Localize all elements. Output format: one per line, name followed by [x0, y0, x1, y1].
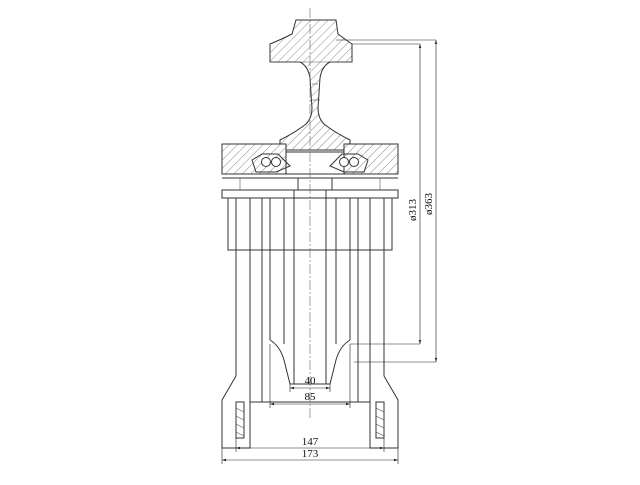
dim-d313-label: ø313: [407, 199, 419, 222]
bearing-housing: [221, 143, 399, 191]
dim-d363-label: ø363: [423, 193, 435, 216]
dimension-horizontal: 40 85 147 173: [221, 344, 399, 464]
rail-section: [269, 19, 353, 151]
seal-left: [251, 153, 291, 173]
dim-147-label: 147: [302, 436, 319, 448]
wheel-body: [221, 189, 399, 402]
dim-85-label: 85: [305, 391, 317, 403]
dim-173-label: 173: [302, 448, 319, 460]
dimension-vertical: ø313 ø363: [336, 39, 438, 363]
seal-right: [329, 153, 369, 173]
dim-40-label: 40: [305, 375, 317, 387]
